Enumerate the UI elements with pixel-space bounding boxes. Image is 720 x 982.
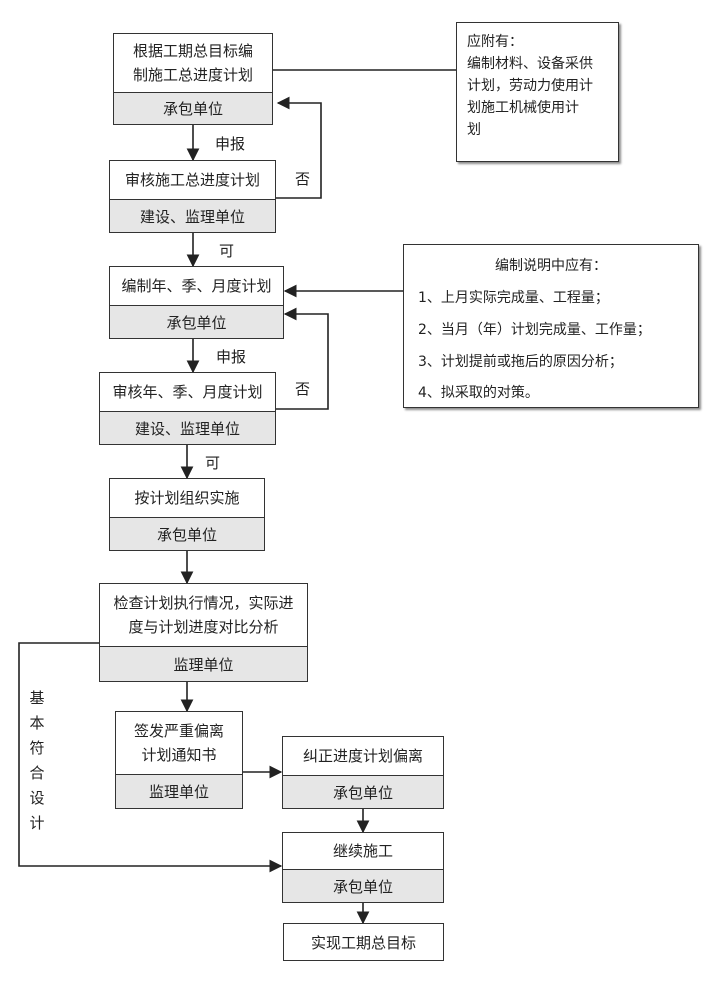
note-attachments-line: 应附有： [467, 34, 523, 50]
label-approve-2: 可 [205, 454, 221, 472]
label-basic-compliance-char: 合 [29, 764, 45, 782]
box-issue-deviation-notice: 签发严重偏离 计划通知书 监理单位 [115, 711, 243, 809]
label-no-1: 否 [295, 170, 311, 188]
box-review-master-schedule-unit: 建设、监理单位 [110, 199, 275, 232]
box-check-plan-execution-unit: 监理单位 [100, 646, 307, 681]
note-requirement-item: 2、当月（年）计划完成量、工作量； [418, 322, 651, 338]
box-implement-plan: 按计划组织实施 承包单位 [109, 478, 265, 551]
label-basic-compliance-char: 本 [29, 714, 45, 732]
label-basic-compliance-char: 基 [29, 689, 45, 707]
box-compile-master-schedule: 根据工期总目标编 制施工总进度计划 承包单位 [113, 33, 273, 125]
box-compile-master-schedule-unit: 承包单位 [114, 92, 272, 124]
note-attachments-line: 计划，劳动力使用计 [467, 78, 593, 94]
label-basic-compliance-char: 符 [29, 739, 45, 757]
box-correct-deviation: 纠正进度计划偏离 承包单位 [282, 736, 444, 809]
box-compile-period-plan-title: 编制年、季、月度计划 [110, 267, 283, 305]
label-basic-compliance: 基 本 符 合 设 计 [28, 686, 46, 836]
box-continue-construction-unit: 承包单位 [283, 869, 443, 902]
note-compilation-requirements: 编制说明中应有： 1、上月实际完成量、工程量； 2、当月（年）计划完成量、工作量… [403, 244, 699, 408]
label-basic-compliance-char: 设 [29, 789, 45, 807]
box-correct-deviation-title: 纠正进度计划偏离 [283, 737, 443, 775]
box-compile-period-plan: 编制年、季、月度计划 承包单位 [109, 266, 284, 339]
label-submit-2: 申报 [216, 348, 247, 366]
box-review-period-plan-unit: 建设、监理单位 [100, 411, 275, 444]
box-compile-period-plan-unit: 承包单位 [110, 305, 283, 338]
box-review-master-schedule-title: 审核施工总进度计划 [110, 161, 275, 199]
box-compile-master-schedule-title: 根据工期总目标编 制施工总进度计划 [114, 34, 272, 92]
note-attachments-line: 编制材料、设备采供 [467, 56, 593, 72]
feedback-arrow-2 [275, 307, 329, 410]
note-attachments-line: 划 [467, 122, 481, 138]
box-check-plan-execution: 检查计划执行情况，实际进 度与计划进度对比分析 监理单位 [99, 583, 308, 682]
note-requirement-item: 3、计划提前或拖后的原因分析； [418, 354, 623, 370]
box-review-period-plan-title: 审核年、季、月度计划 [100, 373, 275, 411]
box-implement-plan-unit: 承包单位 [110, 517, 264, 550]
box-achieve-total-goal: 实现工期总目标 [283, 923, 444, 961]
note-requirement-item: 1、上月实际完成量、工程量； [418, 290, 609, 306]
box-review-master-schedule: 审核施工总进度计划 建设、监理单位 [109, 160, 276, 233]
side-path-arrow [18, 642, 283, 873]
box-continue-construction-title: 继续施工 [283, 833, 443, 869]
label-submit-1: 申报 [215, 135, 246, 153]
box-review-period-plan: 审核年、季、月度计划 建设、监理单位 [99, 372, 276, 445]
box-continue-construction: 继续施工 承包单位 [282, 832, 444, 903]
feedback-arrow-1 [275, 96, 322, 199]
box-check-plan-execution-title: 检查计划执行情况，实际进 度与计划进度对比分析 [100, 584, 307, 646]
note-attachments-line: 划施工机械使用计 [467, 100, 579, 116]
note-compilation-requirements-title: 编制说明中应有： [495, 258, 607, 274]
label-basic-compliance-char: 计 [29, 814, 45, 832]
label-approve-1: 可 [219, 242, 235, 260]
note-attachments: 应附有： 编制材料、设备采供 计划，劳动力使用计 划施工机械使用计 划 [456, 22, 619, 162]
box-correct-deviation-unit: 承包单位 [283, 775, 443, 808]
label-no-2: 否 [295, 380, 311, 398]
box-issue-deviation-notice-unit: 监理单位 [116, 774, 242, 808]
box-issue-deviation-notice-title: 签发严重偏离 计划通知书 [116, 712, 242, 774]
note-requirement-item: 4、拟采取的对策。 [418, 385, 539, 401]
box-implement-plan-title: 按计划组织实施 [110, 479, 264, 517]
